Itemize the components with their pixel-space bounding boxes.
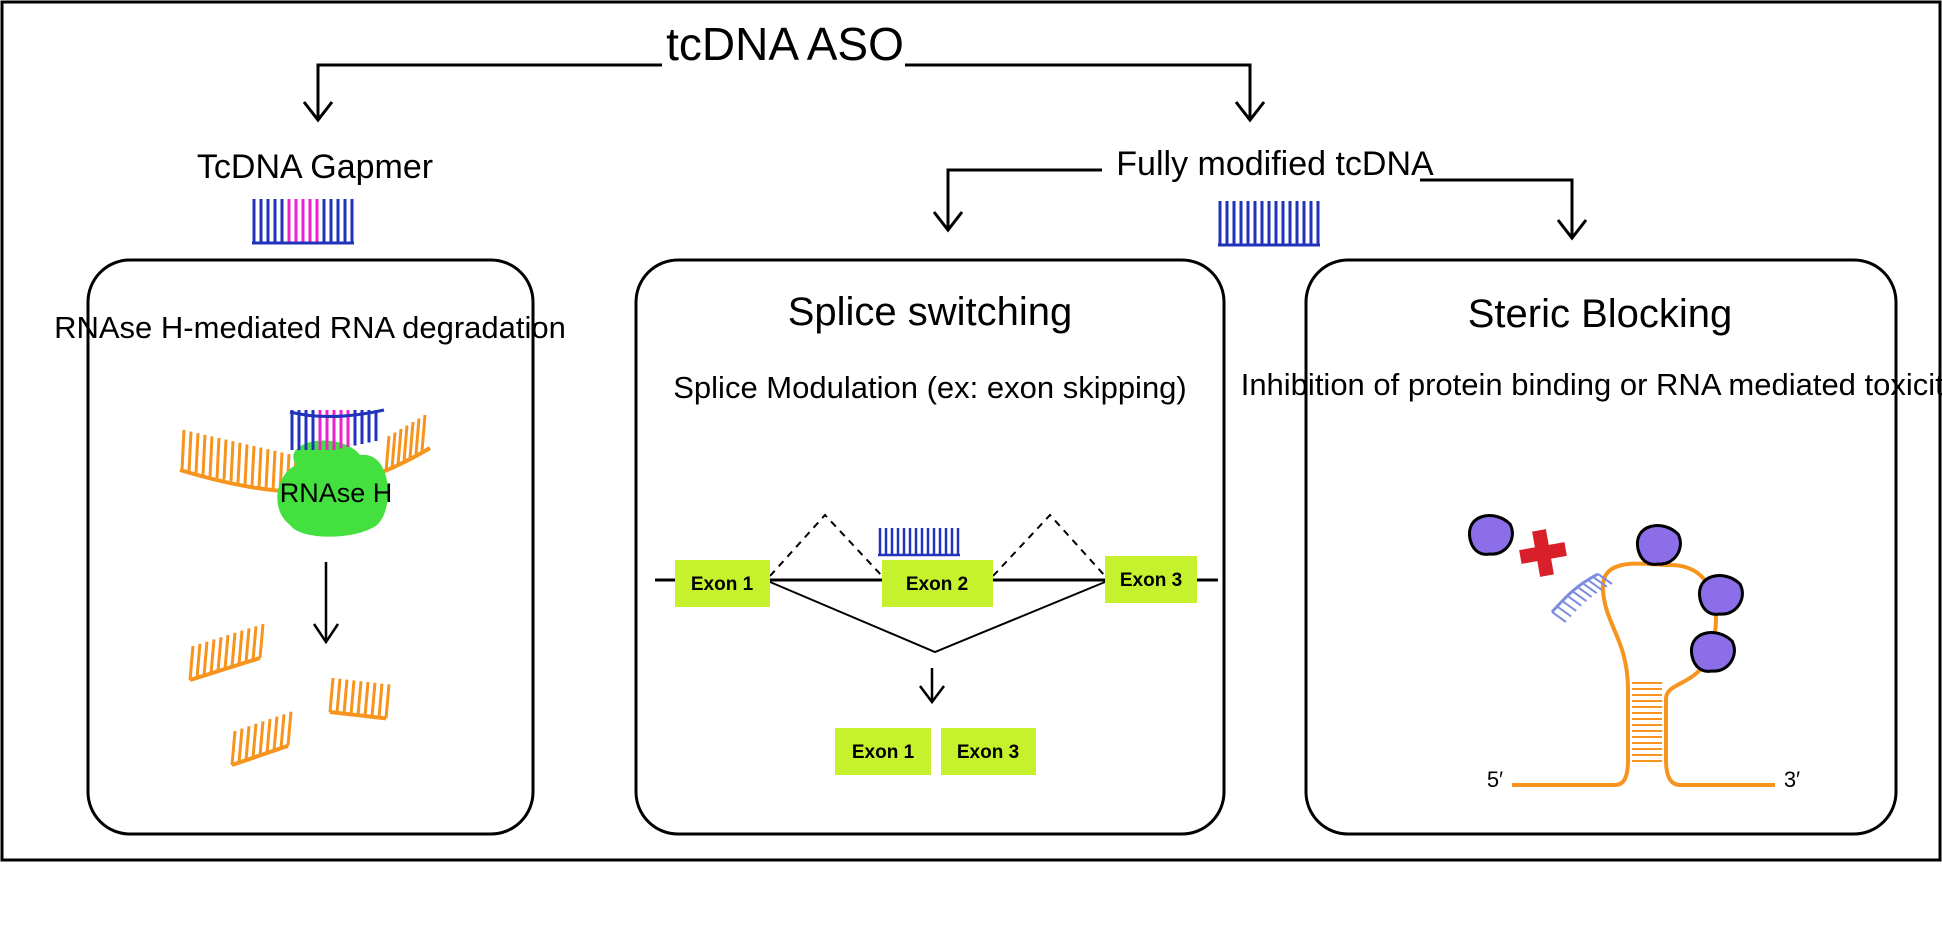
steric-panel [1304, 258, 1898, 836]
block-cross-icon [1519, 529, 1567, 577]
svg-text:Exon 3: Exon 3 [1120, 570, 1182, 591]
splice-dashed-arcs [769, 513, 1106, 577]
five-prime-label: 5′ [1487, 767, 1503, 792]
exon-1: Exon 1 [675, 560, 770, 607]
result-exon-3: Exon 3 [941, 728, 1036, 775]
splice-panel-subtitle: Splice Modulation (ex: exon skipping) [673, 370, 1187, 405]
steric-panel-subtitle: Inhibition of protein binding or RNA med… [1241, 367, 1942, 402]
diagram-title: tcDNA ASO [666, 18, 904, 70]
svg-text:Exon 2: Exon 2 [906, 574, 968, 595]
svg-text:Exon 3: Exon 3 [957, 742, 1019, 763]
steric-aso-icon [1550, 572, 1613, 623]
result-exon-1: Exon 1 [835, 728, 931, 775]
splice-panel [634, 258, 1226, 836]
fully-modified-oligo-icon [1218, 201, 1320, 247]
splice-aso-icon [878, 528, 960, 557]
rna-fragments [188, 623, 391, 767]
fully-modified-label: Fully modified tcDNA [1116, 145, 1434, 183]
exon-3: Exon 3 [1105, 556, 1197, 603]
rnase-illustration [179, 408, 432, 537]
svg-text:Exon 1: Exon 1 [691, 574, 754, 595]
outer-frame [0, 0, 1942, 862]
splice-panel-title: Splice switching [788, 290, 1073, 334]
gapmer-label: TcDNA Gapmer [197, 148, 433, 186]
rnase-panel-title: RNAse H-mediated RNA degradation [54, 310, 566, 345]
rnase-h-label: RNAse H [280, 478, 393, 508]
rna-hairpin [1512, 561, 1775, 787]
top-connector [302, 63, 1588, 241]
steric-panel-title: Steric Blocking [1468, 292, 1733, 336]
degradation-arrow [312, 562, 340, 645]
three-prime-label: 3′ [1784, 767, 1800, 792]
gapmer-oligo-icon [252, 199, 354, 245]
svg-text:Exon 1: Exon 1 [852, 742, 915, 763]
splice-result-arrow [919, 668, 945, 705]
hairpin-stem-rungs [1632, 682, 1662, 762]
exon-2: Exon 2 [882, 560, 993, 607]
rnase-panel [86, 258, 535, 836]
splice-skip-lines [769, 581, 1106, 654]
rna-binding-proteins [1468, 514, 1744, 673]
